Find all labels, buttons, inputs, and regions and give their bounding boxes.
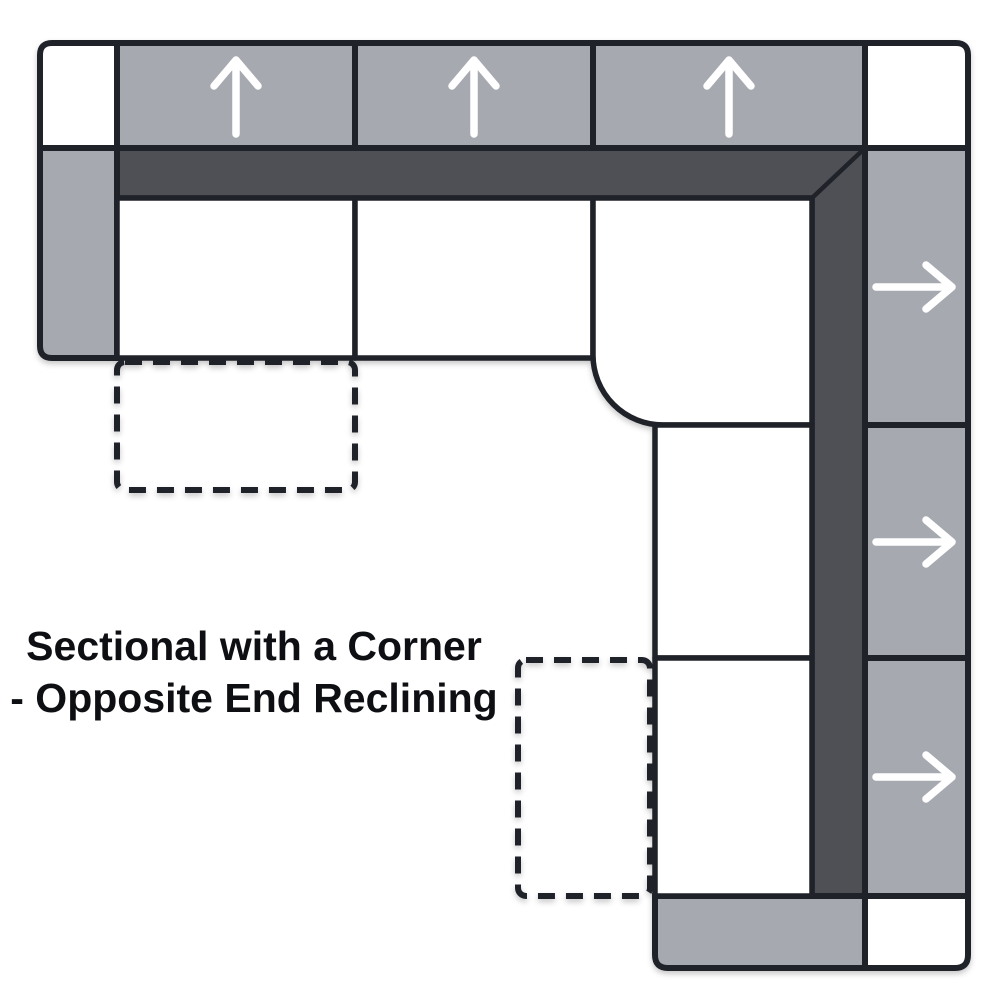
seat-4 xyxy=(652,655,815,899)
bottom-armrest xyxy=(652,893,868,971)
right-arrow-icon xyxy=(872,261,956,313)
left-armrest xyxy=(37,145,120,361)
corner-cap-bottom-right xyxy=(862,893,971,971)
recliner-footprint-dashed-1 xyxy=(114,359,358,493)
seat-2 xyxy=(352,195,596,361)
corner-cap-top-left xyxy=(37,40,120,151)
backrest-band-miter-seam xyxy=(810,146,867,200)
recliner-footprint-dashed-2 xyxy=(515,657,653,899)
right-arrow-icon xyxy=(872,751,956,803)
up-arrow-icon xyxy=(210,56,262,138)
caption-line-2: - Opposite End Reclining xyxy=(10,675,498,722)
seat-3 xyxy=(652,422,815,661)
caption-line-1: Sectional with a Corner xyxy=(26,623,482,669)
right-arrow-icon xyxy=(872,516,956,568)
up-arrow-icon xyxy=(703,56,755,138)
up-arrow-icon xyxy=(448,56,500,138)
caption: Sectional with a Corner - Opposite End R… xyxy=(0,620,508,725)
seat-1 xyxy=(114,195,358,361)
corner-seat xyxy=(590,195,815,428)
corner-cap-top-right xyxy=(862,40,971,151)
